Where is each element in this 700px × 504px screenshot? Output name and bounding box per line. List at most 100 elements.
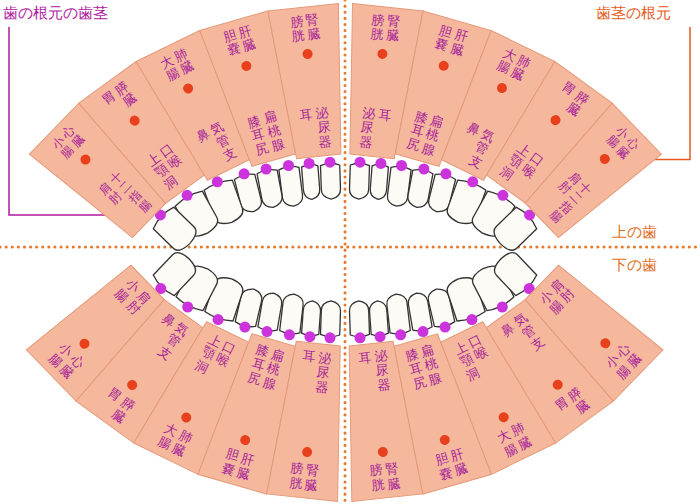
body-label: 気管支鼻 (193, 120, 238, 171)
organ-name: 膀胱 (369, 13, 385, 43)
spacer (430, 388, 442, 430)
gum-point (239, 322, 250, 333)
tooth (370, 164, 388, 199)
organ-label: 腎臓膀胱 (289, 462, 321, 493)
tooth (369, 301, 388, 336)
organ-point (377, 48, 388, 59)
body-label: 泌尿器耳 (299, 349, 332, 395)
gum-point (466, 314, 477, 325)
organ-sector: 泌尿器耳腎臓膀胱 (267, 340, 354, 502)
side-divider (344, 0, 347, 504)
tooth (302, 301, 321, 336)
tooth (494, 253, 536, 296)
body-label: 泌尿器耳 (358, 349, 391, 395)
body-label: 気管支鼻 (498, 311, 547, 363)
body-label: 扁桃腺膝耳尻 (404, 343, 444, 392)
jaw-label: 上の歯 (612, 223, 657, 241)
body-part: 気管支 (208, 120, 238, 164)
gum-point (497, 190, 508, 201)
spacer (377, 64, 382, 107)
gum-point (440, 168, 451, 179)
body-part: 鼻 (464, 120, 482, 139)
organ-label: 肺臓大腸 (494, 46, 533, 84)
gum-point (355, 157, 366, 168)
body-part: 耳 (299, 108, 313, 124)
organ-name: 膀胱 (370, 464, 386, 494)
spacer (430, 76, 441, 113)
gum-point (261, 164, 272, 175)
tooth (321, 301, 341, 337)
body-part: 鼻 (193, 127, 211, 146)
organ-label: 腎臓膀胱 (289, 13, 321, 44)
body-label: 耳泌尿器 (358, 106, 391, 152)
organ-label: 膵臓胃 (97, 386, 137, 426)
tooth (302, 164, 320, 199)
tooth (153, 253, 195, 296)
organ-name: 腎臓 (385, 14, 401, 44)
organ-point (438, 59, 450, 71)
organ-label: 肝臓胆嚢 (220, 447, 256, 482)
sector-fill (267, 340, 354, 502)
gum-point (325, 332, 336, 343)
organ-name: 腎臓 (305, 13, 321, 43)
tooth (349, 163, 369, 199)
organ-point (597, 152, 611, 166)
body-label: 口喉上顎洞 (193, 332, 238, 383)
sector-fill (517, 257, 663, 401)
organ-point (495, 81, 508, 94)
body-part: 泌尿器 (315, 106, 332, 150)
organ-name: 膵臓 (566, 386, 593, 417)
spacer (193, 98, 207, 126)
organ-name: 腎臓 (386, 462, 402, 492)
organ-point (551, 378, 565, 392)
gum-point (182, 190, 193, 201)
body-label: 泌尿器耳 (299, 106, 332, 152)
spacer (191, 377, 206, 408)
organ-sector: 腎臓膀胱泌尿器耳 (267, 4, 353, 161)
spacer (138, 354, 154, 376)
organ-label: 腎臓膀胱 (370, 462, 402, 493)
organ-label: 膵臓胃 (550, 79, 590, 119)
spacer (584, 167, 597, 179)
organ-label: 肝臓胆嚢 (434, 447, 470, 482)
gum-point (497, 302, 508, 313)
organ-point (302, 447, 313, 458)
tooth (280, 294, 303, 334)
body-label: 気管支鼻 (452, 120, 497, 171)
body-label: 肩肘小腸 (112, 277, 153, 318)
gum-point (239, 168, 250, 179)
body-label: 十二指腸肩肘 (536, 170, 593, 226)
organ-label: 肺臓大腸 (157, 46, 196, 84)
sector-content: 泌尿器耳腎臓膀胱 (267, 340, 354, 502)
organ-point (240, 59, 252, 71)
body-label: 気管支鼻 (143, 311, 192, 363)
body-part: 泌尿器 (315, 351, 332, 395)
gum-point (182, 302, 193, 313)
gum-point (284, 329, 295, 340)
body-label: 口喉上顎洞 (497, 141, 546, 193)
callout-label: 歯の根元の歯茎 (3, 4, 108, 22)
body-part: 泌尿器 (374, 349, 391, 393)
organ-label: 膵臓胃 (99, 79, 139, 119)
gum-point (418, 164, 429, 175)
sector-fill (517, 103, 661, 246)
organ-point (239, 434, 251, 446)
organ-label: 肝臓胆嚢 (221, 23, 257, 58)
organ-point (377, 447, 388, 458)
organ-name: 膀胱 (289, 14, 305, 44)
organ-point (127, 113, 141, 127)
spacer (483, 98, 497, 126)
tooth (387, 166, 411, 206)
spacer (484, 377, 499, 408)
spacer (534, 129, 549, 150)
organ-label: 腎臓膀胱 (369, 13, 401, 44)
organ-point (77, 337, 91, 351)
tooth (349, 301, 369, 337)
body-label: 扁桃腺膝耳尻 (246, 109, 286, 158)
organ-name: 膵臓 (112, 79, 139, 110)
organ-name: 膀胱 (289, 462, 305, 492)
body-label: 扁桃腺膝耳尻 (246, 343, 286, 392)
gum-point (262, 326, 273, 337)
organ-point (179, 411, 192, 424)
